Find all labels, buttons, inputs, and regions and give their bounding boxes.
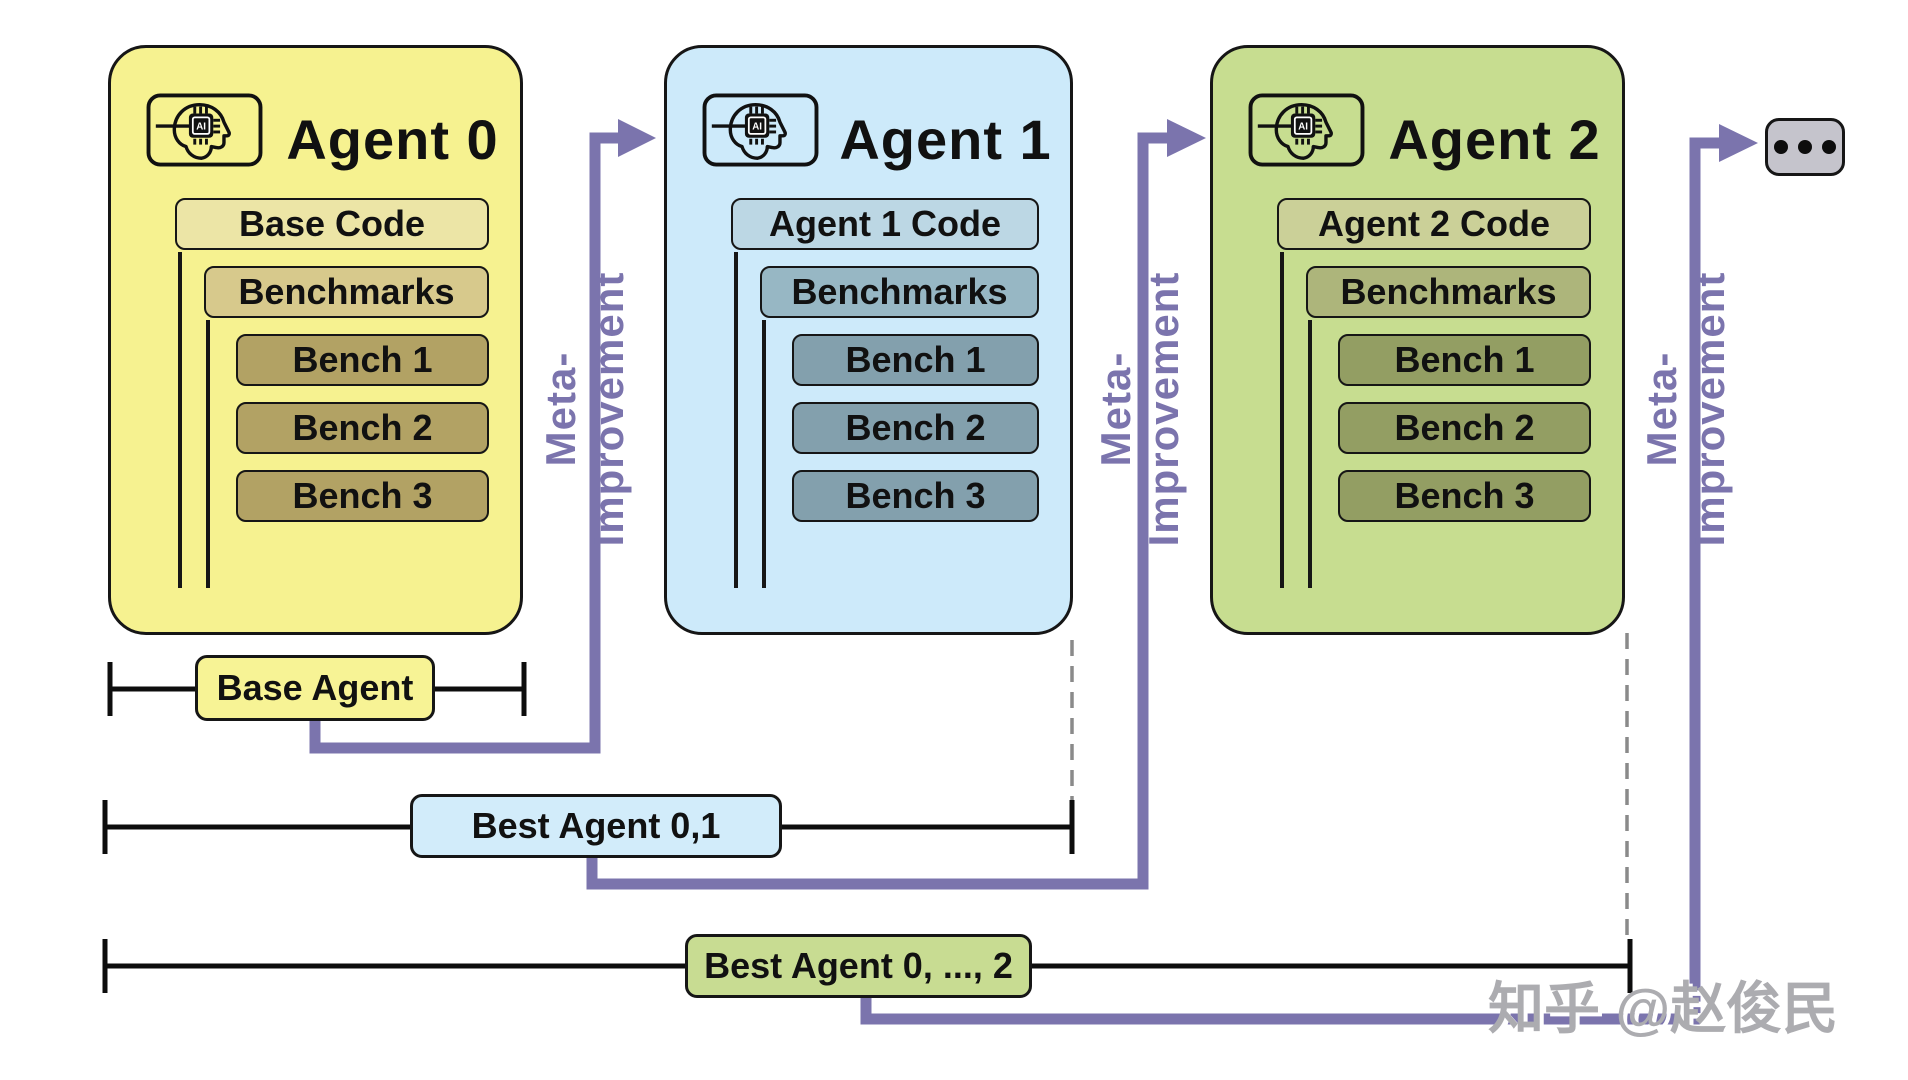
agent-0-card: AI Agent 0 Base Code Benchmarks Bench 1 …	[108, 45, 523, 635]
meta-improvement-arrow-2-to-more	[860, 137, 1720, 1025]
tree-guide-line	[206, 320, 210, 588]
chip-label: AI	[196, 122, 206, 133]
ai-head-chip-icon: AI	[146, 93, 263, 167]
agent-1-bench-2: Bench 2	[792, 402, 1039, 454]
agent-2-bench-3: Bench 3	[1338, 470, 1591, 522]
agent-0-bench-3: Bench 3	[236, 470, 489, 522]
agent-1-code-box: Agent 1 Code	[731, 198, 1039, 250]
arrowhead-more-agents	[1719, 124, 1758, 162]
ellipsis-dot	[1822, 140, 1836, 154]
agent-1-bench-1: Bench 1	[792, 334, 1039, 386]
chip-label: AI	[1298, 122, 1308, 133]
best-agent-0-2-milestone: Best Agent 0, ..., 2	[685, 934, 1032, 998]
tree-guide-line	[1280, 252, 1284, 588]
agent-2-bench-2: Bench 2	[1338, 402, 1591, 454]
meta-improvement-arrow-1-to-agent2	[586, 132, 1168, 890]
agent-2-bench-1: Bench 1	[1338, 334, 1591, 386]
meta-improvement-arrow-0-to-agent1	[309, 132, 620, 754]
tree-guide-line	[762, 320, 766, 588]
agent-1-card: AI Agent 1 Agent 1 Code Benchmarks Bench…	[664, 45, 1073, 635]
agent-2-card: AI Agent 2 Agent 2 Code Benchmarks Bench…	[1210, 45, 1625, 635]
tree-guide-line	[1308, 320, 1312, 588]
agent-1-bench-3: Bench 3	[792, 470, 1039, 522]
agent-0-bench-2: Bench 2	[236, 402, 489, 454]
arrowhead-agent2	[1167, 119, 1206, 157]
chip-label: AI	[752, 122, 762, 133]
agent-0-benchmarks-box: Benchmarks	[204, 266, 489, 318]
tree-guide-line	[178, 252, 182, 588]
meta-improvement-label-2: Meta-Improvement	[1638, 271, 1733, 547]
agent-1-title: Agent 1	[839, 107, 1052, 171]
watermark-text: 知乎 @赵俊民	[1488, 977, 1839, 1040]
agent-0-title: Agent 0	[286, 107, 499, 171]
meta-improvement-label-1: Meta-Improvement	[1092, 271, 1187, 547]
tree-guide-line	[734, 252, 738, 588]
agent-0-bench-1: Bench 1	[236, 334, 489, 386]
ellipsis-dot	[1774, 140, 1788, 154]
agent-1-benchmarks-box: Benchmarks	[760, 266, 1039, 318]
ai-head-chip-icon: AI	[702, 93, 819, 167]
arrowhead-agent1	[618, 119, 656, 157]
agent-0-code-box: Base Code	[175, 198, 489, 250]
ellipsis-dot	[1798, 140, 1812, 154]
agent-2-title: Agent 2	[1388, 107, 1601, 171]
more-agents-box	[1765, 118, 1845, 176]
best-agent-01-milestone: Best Agent 0,1	[410, 794, 782, 858]
ai-head-chip-icon: AI	[1248, 93, 1365, 167]
agent-2-code-box: Agent 2 Code	[1277, 198, 1591, 250]
meta-improvement-label-0: Meta-Improvement	[537, 271, 632, 547]
agent-2-benchmarks-box: Benchmarks	[1306, 266, 1591, 318]
base-agent-milestone: Base Agent	[195, 655, 435, 721]
